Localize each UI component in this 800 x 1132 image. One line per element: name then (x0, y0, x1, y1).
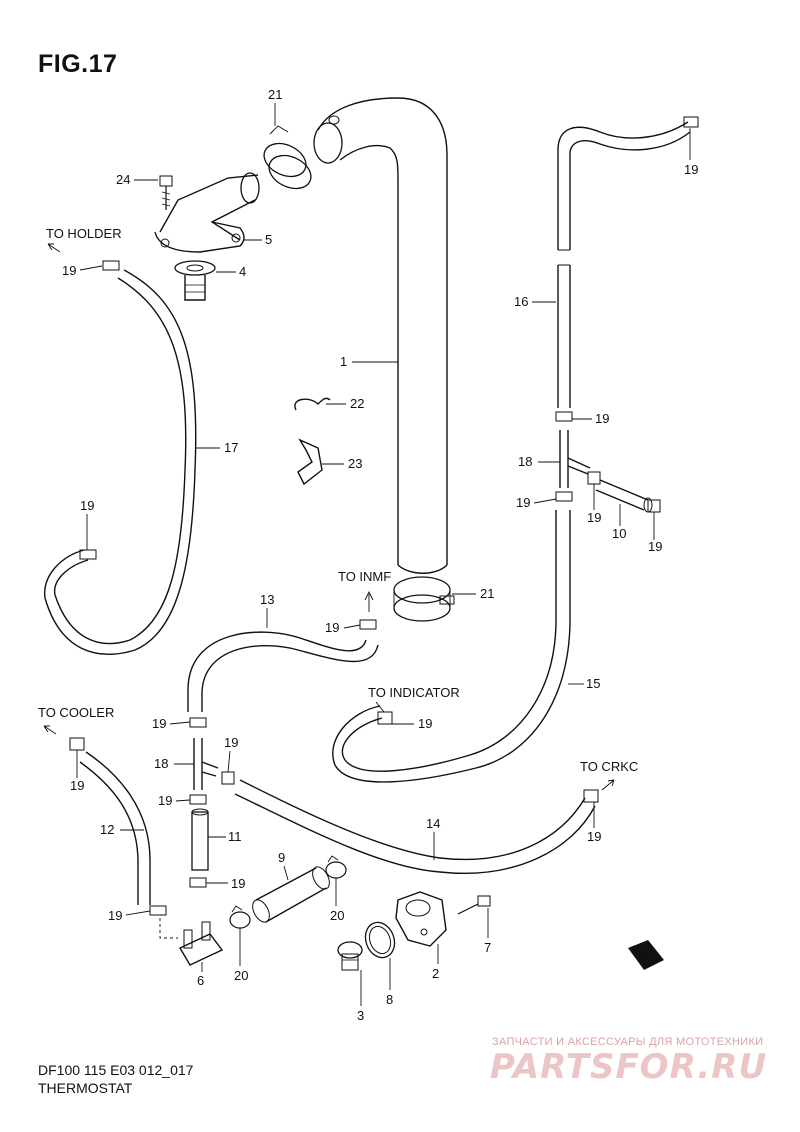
callout-19-j: 19 (152, 716, 166, 731)
fwd-arrow-icon: FWD (628, 940, 664, 970)
part-12-hose (79, 751, 151, 905)
callout-11: 11 (228, 829, 242, 844)
part-11-pipe (191, 808, 209, 871)
dest-to-inmf-label: TO INMF (338, 569, 391, 584)
callout-10: 10 (612, 526, 626, 541)
callout-2: 2 (432, 966, 439, 981)
part-4-thermostat (174, 260, 216, 301)
callout-13: 13 (260, 592, 274, 607)
part-5-thermostat-cover (154, 172, 260, 253)
clamp-19-set (69, 116, 699, 916)
callout-21-lower: 21 (480, 586, 494, 601)
callout-7: 7 (484, 940, 491, 955)
dest-to-indicator-label: TO INDICATOR (368, 685, 460, 700)
callout-3: 3 (357, 1008, 364, 1023)
part-8-o-ring (364, 921, 396, 959)
callout-19-k: 19 (224, 735, 238, 750)
part-20-clamp-right (325, 855, 347, 879)
dest-to-indicator: TO INDICATOR (368, 685, 460, 713)
callout-19-p: 19 (108, 908, 122, 923)
callout-16: 16 (514, 294, 528, 309)
callout-15: 15 (586, 676, 600, 691)
part-18-tee-lower (193, 738, 219, 790)
callout-1: 1 (340, 354, 347, 369)
callout-19-l: 19 (70, 778, 84, 793)
dest-to-crkc-label: TO CRKC (580, 759, 638, 774)
callout-18-upper: 18 (518, 454, 532, 469)
callout-14: 14 (426, 816, 440, 831)
figure-title: FIG.17 (38, 50, 118, 78)
callout-19-o: 19 (231, 876, 245, 891)
callout-6: 6 (197, 973, 204, 988)
part-21-clamp-lower (393, 576, 455, 622)
callout-19-h: 19 (325, 620, 339, 635)
callout-20-left: 20 (234, 968, 248, 983)
callout-21-upper: 21 (268, 87, 282, 102)
part-23-clip (297, 438, 323, 486)
part-21-clamp-upper (263, 125, 312, 190)
callout-23: 23 (348, 456, 362, 471)
dest-to-holder-label: TO HOLDER (46, 226, 122, 241)
part-20-clamp-left (229, 905, 251, 929)
callouts: 21 24 5 4 19 19 16 1 22 23 17 19 18 (62, 87, 698, 1023)
callout-8: 8 (386, 992, 393, 1007)
callout-19-g: 19 (80, 498, 94, 513)
part-15-hose (332, 510, 571, 783)
part-10-hose (595, 479, 653, 513)
callout-22: 22 (350, 396, 364, 411)
callout-19-a: 19 (62, 263, 76, 278)
callout-19-f: 19 (648, 539, 662, 554)
callout-20-right: 20 (330, 908, 344, 923)
watermark-subtitle: ЗАПЧАСТИ И АКСЕССУАРЫ ДЛЯ МОТОТЕХНИКИ (492, 1036, 764, 1048)
part-2-housing (395, 891, 447, 947)
part-18-tee-upper (559, 430, 591, 488)
callout-17: 17 (224, 440, 238, 455)
part-6-tee (159, 918, 224, 966)
callout-12: 12 (100, 822, 114, 837)
dest-to-crkc: TO CRKC (580, 759, 638, 791)
callout-4: 4 (239, 264, 246, 279)
part-9-hose (252, 866, 330, 923)
dest-to-inmf: TO INMF (338, 569, 391, 612)
footer-section: THERMOSTAT (38, 1080, 133, 1096)
callout-19-c: 19 (595, 411, 609, 426)
callout-9: 9 (278, 850, 285, 865)
dest-to-cooler-label: TO COOLER (38, 705, 114, 720)
part-1-main-hose (313, 97, 448, 574)
part-13-hose (187, 631, 379, 712)
callout-19-d: 19 (516, 495, 530, 510)
part-22-clip (294, 397, 331, 411)
part-7-bolt (457, 895, 491, 915)
callout-19-e: 19 (587, 510, 601, 525)
part-16-hose (557, 121, 691, 408)
callout-19-m: 19 (158, 793, 172, 808)
watermark-logo: PARTSFOR.RU (490, 1047, 768, 1087)
callout-19-i: 19 (418, 716, 432, 731)
callout-19-n: 19 (587, 829, 601, 844)
dest-to-holder: TO HOLDER (46, 226, 122, 253)
part-17-hose (44, 269, 197, 655)
callout-24: 24 (116, 172, 130, 187)
dest-to-cooler: TO COOLER (38, 705, 114, 735)
callout-5: 5 (265, 232, 272, 247)
callout-18-lower: 18 (154, 756, 168, 771)
callout-19-b: 19 (684, 162, 698, 177)
footer-model-code: DF100 115 E03 012_017 (38, 1062, 194, 1078)
part-14-hose (234, 779, 596, 874)
part-24-bolt (159, 175, 173, 210)
part-3-thermostat (337, 941, 363, 971)
